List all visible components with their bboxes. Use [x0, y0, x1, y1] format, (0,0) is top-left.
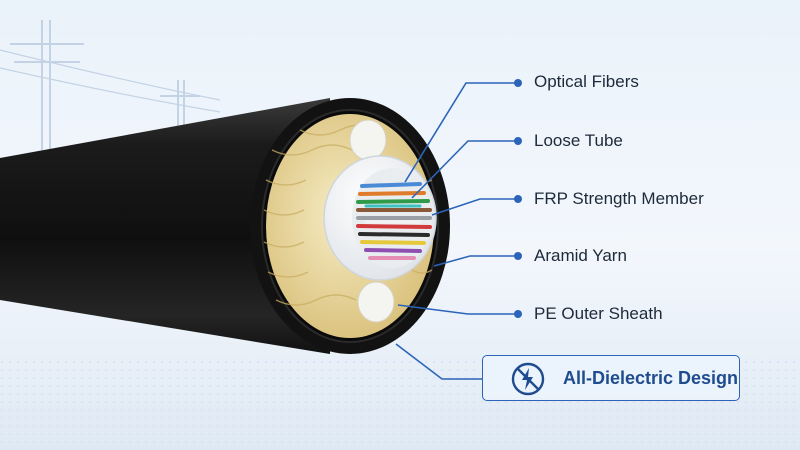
label-frp-strength-member: FRP Strength Member	[534, 189, 704, 208]
all-dielectric-badge: All-Dielectric Design	[482, 355, 740, 401]
optical-fibers	[356, 182, 432, 260]
no-conduct-icon	[511, 362, 545, 396]
label-aramid-yarn: Aramid Yarn	[534, 246, 627, 265]
leader-lines	[395, 82, 518, 380]
label-optical-fibers: Optical Fibers	[534, 72, 639, 91]
frp-strength-member	[349, 119, 395, 323]
badge-text: All-Dielectric Design	[563, 368, 739, 388]
leader-dots	[514, 79, 522, 318]
label-pe-outer-sheath: PE Outer Sheath	[534, 304, 663, 323]
utility-poles	[0, 20, 221, 150]
label-loose-tube: Loose Tube	[534, 131, 623, 150]
